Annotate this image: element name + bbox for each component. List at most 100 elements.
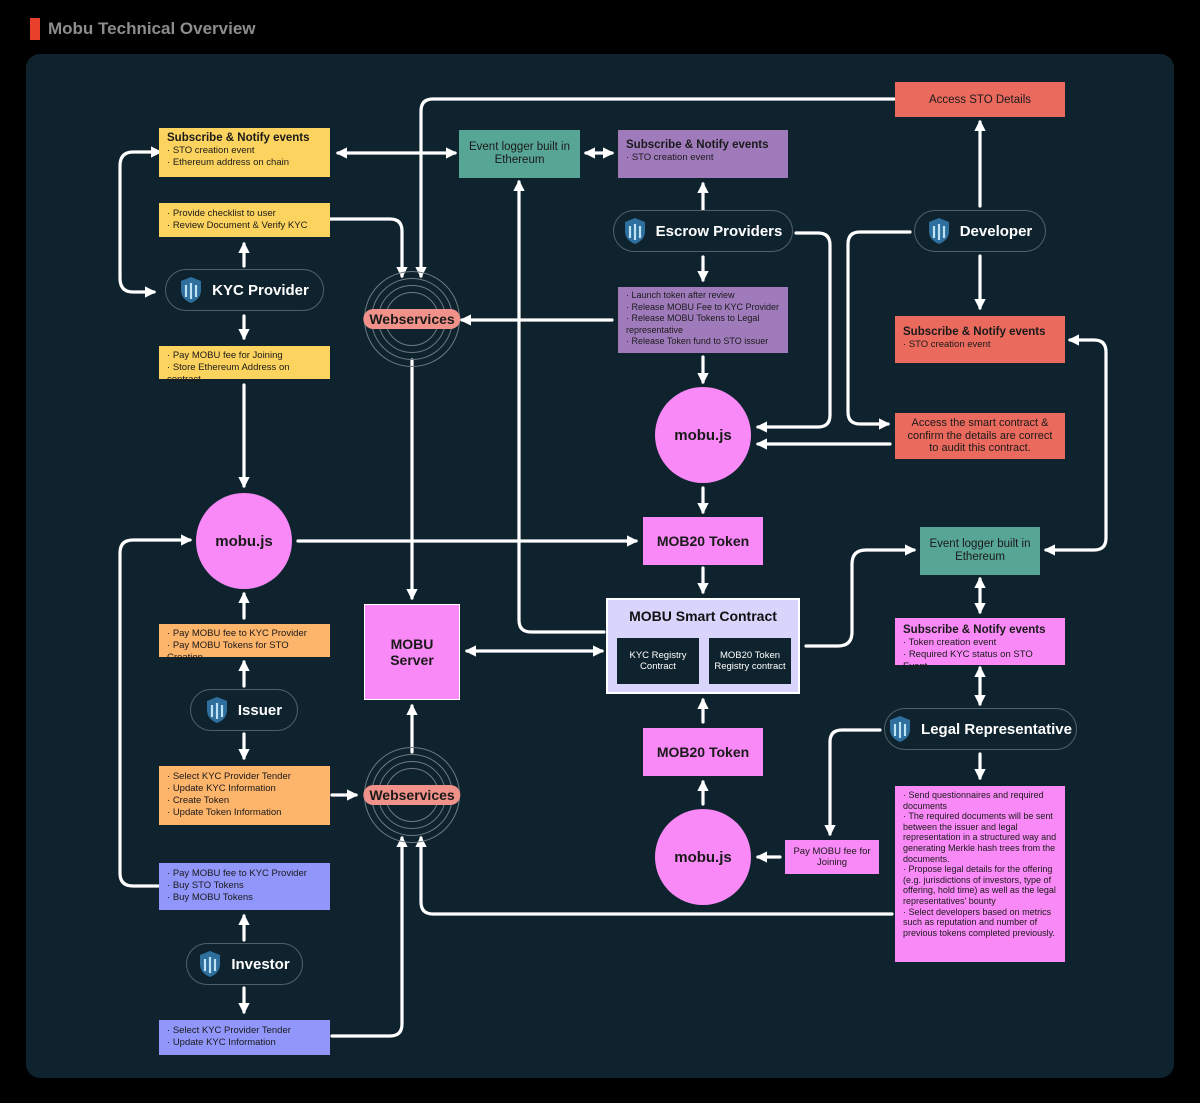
page-title: Mobu Technical Overview [48, 19, 256, 38]
actor-issuer[interactable]: Issuer [190, 689, 298, 731]
escrow-actions-box: Launch token after review Release MOBU F… [618, 287, 788, 353]
kyc-fee-item: Pay MOBU fee for Joining [167, 350, 322, 362]
arrow-investortasks-to-ws [330, 835, 408, 1038]
investor-task-item: Select KYC Provider Tender [167, 1025, 322, 1037]
mobujs-label: mobu.js [215, 532, 273, 550]
access-sto-box: Access STO Details [895, 82, 1065, 117]
actor-label: Investor [231, 955, 290, 973]
access-contract-label: Access the smart contract & confirm the … [907, 417, 1053, 455]
kyc-subscribe-box: Subscribe & Notify events STO creation e… [159, 128, 330, 177]
webservices-label: Webservices [363, 785, 461, 805]
issuer-task-item: Update Token Information [167, 807, 322, 819]
arrow-kyc-subscribe-loop [118, 146, 163, 298]
mobujs-label: mobu.js [674, 426, 732, 444]
actor-legal-representative[interactable]: Legal Representative [884, 708, 1077, 750]
arrow-escrow-to-mobujs [755, 231, 832, 433]
actor-label: Legal Representative [921, 720, 1072, 738]
investor-buy-item: Buy STO Tokens [167, 880, 322, 892]
actor-developer[interactable]: Developer [914, 210, 1046, 252]
investor-buy-item: Pay MOBU fee to KYC Provider [167, 868, 322, 880]
kyc-registry-label: KYC Registry Contract [629, 650, 687, 672]
arrow-investorbuy-to-mobujs [118, 534, 193, 888]
legal-task-item: The required documents will be sent betw… [903, 811, 1057, 864]
issuer-fee-box: Pay MOBU fee to KYC Provider Pay MOBU To… [159, 624, 330, 663]
mob20-token-top: MOB20 Token [643, 517, 763, 565]
webservices-label: Webservices [363, 309, 461, 329]
issuer-task-item: Create Token [167, 795, 322, 807]
mobu-logo-icon [928, 218, 949, 244]
kyc-checklist-item: Review Document & Verify KYC [167, 220, 322, 232]
investor-buy-item: Buy MOBU Tokens [167, 892, 322, 904]
mobu-smart-contract: MOBU Smart Contract KYC Registry Contrac… [606, 598, 800, 694]
kyc-registry-contract: KYC Registry Contract [617, 638, 699, 684]
legal-task-item: Select developers based on metrics such … [903, 907, 1057, 939]
mobu-logo-icon [206, 697, 227, 723]
mobujs-label: mobu.js [674, 848, 732, 866]
arrow-legaltasks-to-ws [415, 835, 894, 916]
legal-pay-box: Pay MOBU fee for Joining [785, 840, 879, 874]
issuer-tasks-box: Select KYC Provider Tender Update KYC In… [159, 766, 330, 825]
escrow-subscribe-title: Subscribe & Notify events [626, 139, 769, 151]
issuer-fee-item: Pay MOBU Tokens for STO Creation [167, 640, 322, 664]
legal-subscribe-box: Subscribe & Notify events Token creation… [895, 618, 1065, 672]
access-sto-label: Access STO Details [928, 93, 1032, 106]
dev-subscribe-title: Subscribe & Notify events [903, 326, 1046, 338]
kyc-checklist-item: Provide checklist to user [167, 208, 322, 220]
actor-label: Developer [959, 222, 1033, 240]
event-logger-right: Event logger built in Ethereum [920, 527, 1040, 575]
arrow-dev-to-accesscontract [846, 230, 912, 430]
actor-label: Issuer [237, 701, 283, 719]
escrow-subscribe-item: STO creation event [626, 152, 780, 164]
access-contract-box: Access the smart contract & confirm the … [895, 413, 1065, 459]
title-accent [30, 18, 40, 40]
token-registry-contract: MOB20 Token Registry contract [709, 638, 791, 684]
token-registry-label: MOB20 Token Registry contract [714, 650, 786, 672]
mobujs-bottom: mobu.js [655, 809, 751, 905]
escrow-action-item: Release MOBU Fee to KYC Provider [626, 302, 780, 314]
arrow-legal-to-pay [824, 728, 882, 837]
actor-label: KYC Provider [212, 281, 309, 299]
mobu-logo-icon [890, 716, 911, 742]
mob20-label: MOB20 Token [656, 533, 750, 549]
arrow-smart-to-eventlogger [804, 544, 917, 648]
legal-tasks-box: Send questionnaires and required documen… [895, 786, 1065, 962]
arrow-accesssto-to-ws [415, 97, 896, 279]
legal-task-item: Propose legal details for the offering (… [903, 864, 1057, 906]
legal-task-item: Send questionnaires and required documen… [903, 790, 1057, 811]
kyc-subscribe-item: STO creation event [167, 145, 322, 157]
mob20-label: MOB20 Token [656, 744, 750, 760]
mob20-token-bottom: MOB20 Token [643, 728, 763, 776]
actor-kyc-provider[interactable]: KYC Provider [165, 269, 324, 311]
header: Mobu Technical Overview [30, 16, 256, 42]
kyc-fee-item: Store Ethereum Address on contract [167, 362, 322, 386]
actor-investor[interactable]: Investor [186, 943, 303, 985]
webservices-bottom: Webservices [363, 747, 461, 843]
investor-task-item: Update KYC Information [167, 1037, 322, 1049]
actor-label: Escrow Providers [655, 222, 783, 240]
mobu-server-label: MOBU Server [390, 636, 434, 668]
investor-tasks-box: Select KYC Provider Tender Update KYC In… [159, 1020, 330, 1055]
mobujs-left: mobu.js [196, 493, 292, 589]
legal-pay-label: Pay MOBU fee for Joining [793, 846, 871, 868]
actor-escrow-providers[interactable]: Escrow Providers [613, 210, 793, 252]
arrow-checklist-to-ws [328, 217, 408, 279]
mobu-logo-icon [200, 951, 221, 977]
webservices-top: Webservices [363, 271, 461, 367]
kyc-subscribe-title: Subscribe & Notify events [167, 132, 310, 144]
escrow-action-item: Release Token fund to STO issuer [626, 336, 780, 348]
escrow-action-item: Launch token after review [626, 290, 780, 302]
kyc-subscribe-item: Ethereum address on chain [167, 157, 322, 169]
smart-contract-title: MOBU Smart Contract [629, 608, 777, 624]
dev-subscribe-item: STO creation event [903, 339, 1057, 351]
mobu-logo-icon [181, 277, 202, 303]
mobu-logo-icon [624, 218, 645, 244]
issuer-task-item: Update KYC Information [167, 783, 322, 795]
investor-buy-box: Pay MOBU fee to KYC Provider Buy STO Tok… [159, 863, 330, 910]
legal-subscribe-title: Subscribe & Notify events [903, 624, 1046, 636]
kyc-fee-box: Pay MOBU fee for Joining Store Ethereum … [159, 346, 330, 385]
escrow-action-item: Release MOBU Tokens to Legal representat… [626, 313, 780, 336]
arrow-devsub-eventlogger [1043, 334, 1108, 556]
event-logger-right-label: Event logger built in Ethereum [929, 538, 1031, 563]
event-logger-top: Event logger built in Ethereum [459, 130, 580, 178]
